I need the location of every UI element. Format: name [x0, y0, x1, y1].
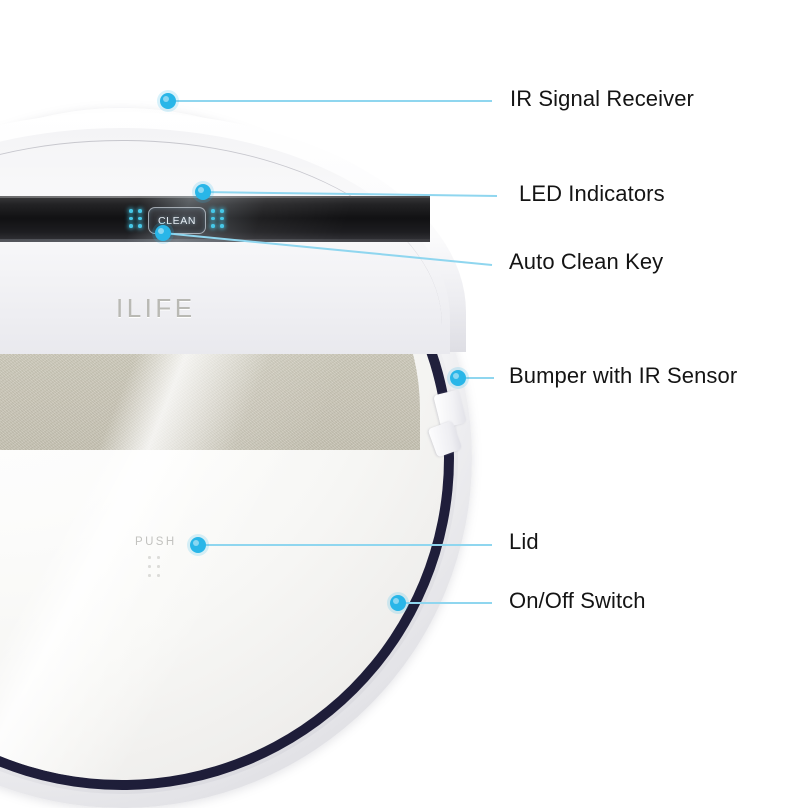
callout-label-lid: Lid [509, 529, 539, 554]
push-grid-dot [157, 556, 160, 559]
push-grid-dot [148, 565, 151, 568]
led-dot [211, 216, 215, 220]
control-panel-strip [0, 196, 430, 242]
led-dot [129, 216, 133, 220]
led-dot [211, 209, 215, 213]
push-grid-dot [148, 556, 151, 559]
product-diagram: CLEAN ILIFE PUSH IR Signal Receiver LED … [0, 86, 738, 808]
panel-gloss [0, 196, 430, 242]
led-indicator-group-left-outer [138, 209, 142, 228]
led-dot [220, 216, 224, 220]
panel-bottom-edge [0, 239, 430, 242]
led-dot [220, 224, 224, 228]
ilife-brand-logo: ILIFE [116, 293, 196, 323]
led-indicator-group-right-inner [211, 209, 215, 228]
auto-clean-key-button[interactable]: CLEAN [148, 207, 206, 234]
led-indicator-group-right-outer [220, 209, 224, 228]
push-grid-dot [157, 565, 160, 568]
push-grid-dot [148, 574, 151, 577]
callout-label-led-indicators: LED Indicators [519, 181, 665, 206]
led-dot [138, 216, 142, 220]
led-dot [129, 209, 133, 213]
led-dot [211, 224, 215, 228]
push-marking-label: PUSH [135, 536, 177, 548]
led-dot [138, 224, 142, 228]
callout-label-auto-clean-key: Auto Clean Key [509, 249, 664, 274]
panel-top-edge [0, 196, 430, 198]
callout-label-ir-signal-receiver: IR Signal Receiver [510, 86, 694, 111]
push-grid-dot [157, 574, 160, 577]
led-dot [220, 209, 224, 213]
led-dot [138, 209, 142, 213]
led-indicator-group-left-inner [129, 209, 133, 228]
callout-label-bumper-with-ir-sensor: Bumper with IR Sensor [509, 363, 738, 388]
push-dot-grid [148, 556, 166, 583]
led-dot [129, 224, 133, 228]
callout-label-on-off-switch: On/Off Switch [509, 588, 646, 613]
robot-vacuum-illustration: CLEAN ILIFE PUSH [0, 108, 472, 808]
clean-key-label: CLEAN [157, 214, 196, 227]
